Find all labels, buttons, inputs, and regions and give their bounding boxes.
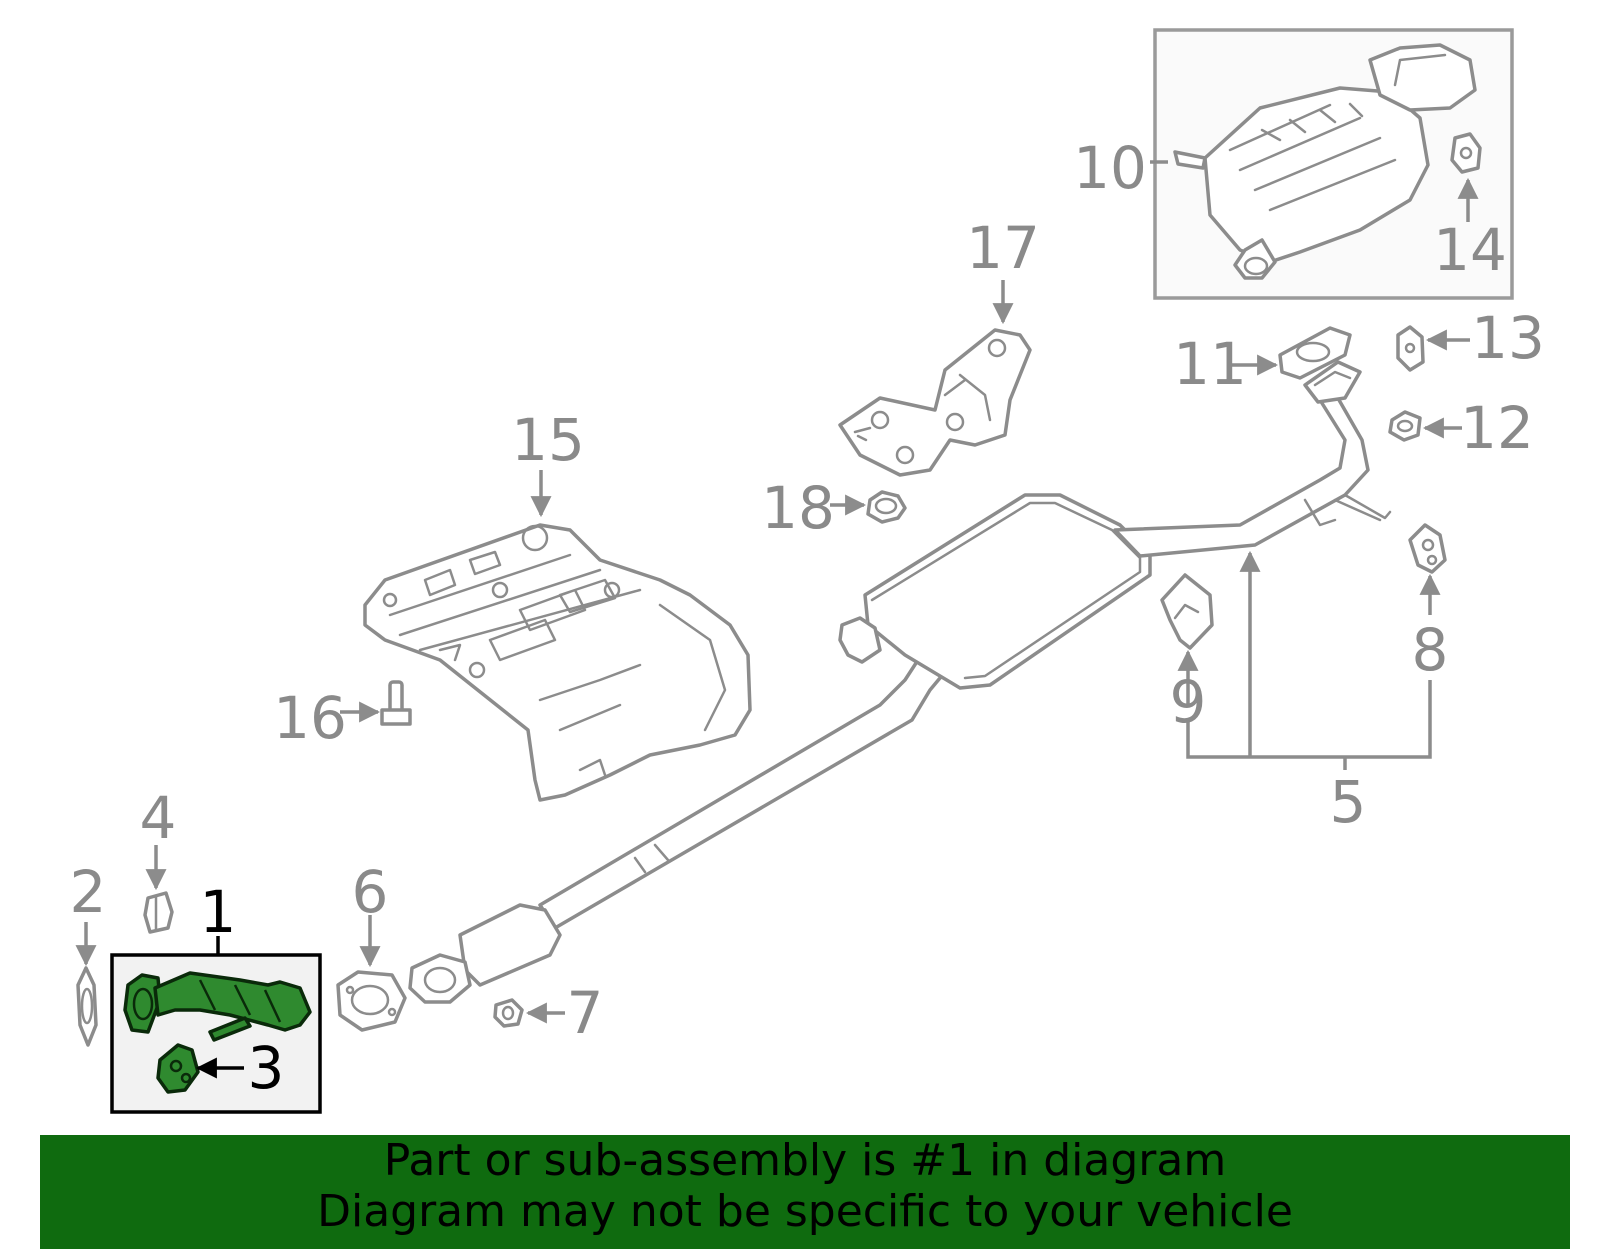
nut-part-12[interactable]	[1388, 410, 1422, 442]
exhaust-hanger-part-14[interactable]	[1450, 132, 1482, 174]
callout-14[interactable]: 14	[1433, 216, 1507, 284]
callout-4[interactable]: 4	[140, 784, 177, 852]
nut-part-7[interactable]	[493, 998, 524, 1028]
rear-muffler-part-10[interactable]	[1173, 43, 1477, 280]
banner-line-2: Diagram may not be specific to your vehi…	[317, 1186, 1293, 1237]
callout-8[interactable]: 8	[1412, 616, 1449, 684]
grommet-part-18[interactable]	[866, 490, 907, 524]
banner-background	[40, 1135, 1570, 1249]
callout-9[interactable]: 9	[1170, 668, 1207, 736]
callout-6[interactable]: 6	[352, 858, 389, 926]
exhaust-pipe-assembly-part-5[interactable]	[538, 360, 1392, 930]
callout-15[interactable]: 15	[511, 406, 585, 474]
callout-2[interactable]: 2	[70, 858, 107, 926]
callout-3[interactable]: 3	[248, 1034, 285, 1102]
hanger-part-8[interactable]	[1408, 523, 1447, 574]
callout-12[interactable]: 12	[1460, 394, 1534, 462]
callout-1[interactable]: 1	[200, 878, 237, 946]
catalytic-converter-inlet[interactable]	[408, 903, 562, 1004]
gasket-part-11[interactable]	[1278, 326, 1352, 380]
callout-7[interactable]: 7	[567, 979, 604, 1047]
callout-18[interactable]: 18	[761, 474, 835, 542]
notice-banner: Part or sub-assembly is #1 in diagram Di…	[40, 1135, 1570, 1249]
callout-10[interactable]: 10	[1073, 134, 1147, 202]
heat-shield-bracket-part-17[interactable]	[838, 328, 1032, 477]
hanger-part-13[interactable]	[1396, 325, 1425, 372]
hanger-part-3[interactable]	[156, 1043, 200, 1094]
callout-13[interactable]: 13	[1471, 304, 1545, 372]
gasket-part-2[interactable]	[76, 966, 98, 1047]
callout-16[interactable]: 16	[273, 684, 347, 752]
heat-shield-part-15[interactable]	[363, 523, 752, 802]
banner-line-1: Part or sub-assembly is #1 in diagram	[383, 1135, 1227, 1186]
callout-17[interactable]: 17	[966, 214, 1040, 282]
hanger-part-9[interactable]	[1160, 573, 1214, 650]
front-pipe-part-1[interactable]	[123, 971, 312, 1042]
bolt-part-16[interactable]	[380, 680, 412, 726]
gasket-part-6[interactable]	[336, 970, 407, 1032]
callout-11[interactable]: 11	[1173, 330, 1247, 398]
nut-part-4[interactable]	[143, 891, 174, 934]
callout-5[interactable]: 5	[1330, 768, 1367, 836]
